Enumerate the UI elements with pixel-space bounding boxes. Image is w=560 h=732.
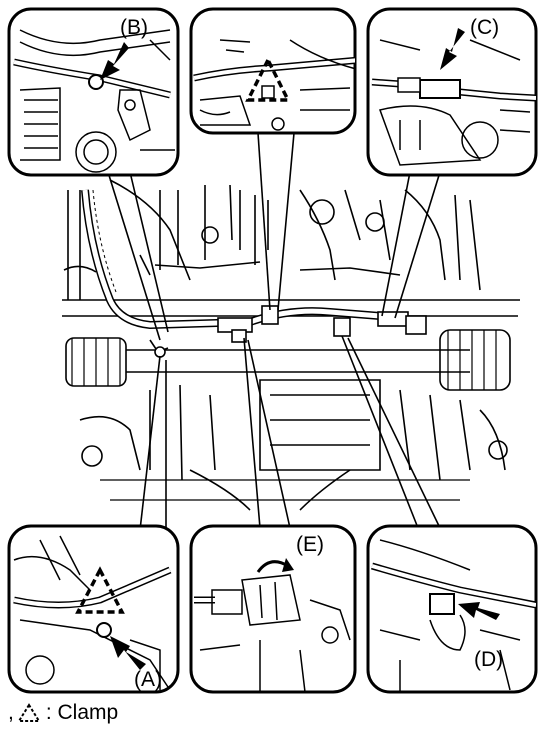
pointer-arrow-icon (100, 42, 129, 80)
main-view (62, 179, 520, 511)
callout-c: (C) (470, 16, 499, 39)
callout-d: (D) (474, 648, 503, 671)
legend-label: : Clamp (45, 701, 119, 724)
detail-panel-c: (C) (366, 7, 538, 177)
dashed-triangle-icon (245, 56, 291, 102)
connector-c (419, 79, 461, 99)
callout-b: (B) (120, 16, 148, 39)
leader-lines (107, 132, 441, 531)
detail-panel-d: (D) (366, 524, 538, 694)
pointer-arrow-icon (440, 28, 465, 70)
dashed-triangle-icon (75, 566, 125, 614)
bolt-a (96, 622, 112, 638)
pointer-arrow-icon (458, 602, 500, 620)
callout-e: (E) (296, 533, 324, 556)
detail-panel-clamp-top (189, 7, 357, 135)
dashed-triangle-icon (17, 703, 41, 722)
detail-panel-e: (E) (189, 524, 357, 694)
callout-a: (A) (134, 668, 162, 691)
wire-harness (81, 189, 427, 358)
detail-panel-a: (A) (7, 524, 180, 694)
bolt-b (88, 74, 104, 90)
legend: , : Clamp (8, 698, 118, 728)
pointer-arrow-icon (110, 636, 146, 670)
legend-prefix: , (8, 701, 14, 724)
detail-panel-b: (B) (7, 7, 180, 177)
clamp-d (429, 593, 455, 615)
